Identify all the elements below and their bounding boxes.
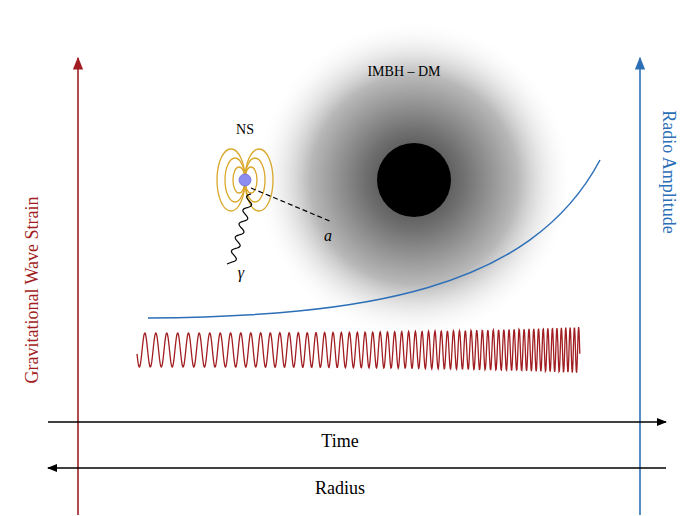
axis-title: Gravitational Wave Strain xyxy=(23,196,41,383)
neutron-star xyxy=(239,174,251,186)
radius-axis xyxy=(48,467,666,468)
radio-curve xyxy=(148,160,600,318)
particle-label: γ xyxy=(238,265,244,281)
region-label: IMBH – DM xyxy=(367,65,440,79)
magnetic-field-lines xyxy=(217,149,273,211)
axion-line xyxy=(251,188,332,222)
gw-chirp xyxy=(137,327,580,373)
axis-title: Radio Amplitude xyxy=(660,110,678,234)
strain-axis xyxy=(77,58,79,515)
photon-wave xyxy=(227,194,252,264)
axis-label: Radius xyxy=(315,479,365,497)
black-hole xyxy=(377,143,451,217)
time-axis xyxy=(48,421,666,422)
object-label: NS xyxy=(236,123,254,137)
particle-label: a xyxy=(324,228,332,244)
radio-axis xyxy=(639,58,641,515)
axis-label: Time xyxy=(321,432,358,450)
